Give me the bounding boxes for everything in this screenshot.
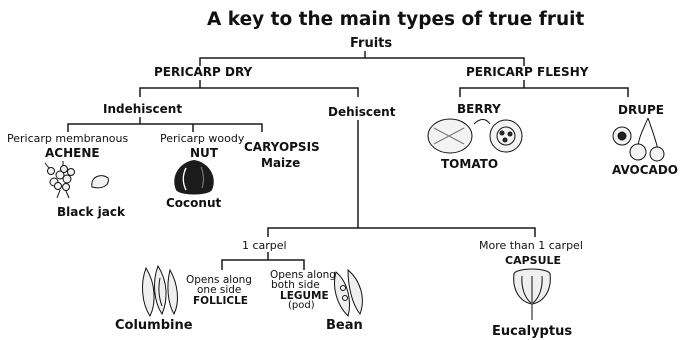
legume-desc-line1: Opens along <box>270 269 336 281</box>
legume-desc-line2: both side <box>271 279 320 291</box>
follicle-desc-line2: one side <box>197 284 242 296</box>
one-carpel-label: 1 carpel <box>242 239 287 252</box>
columbine-label: Columbine <box>115 318 193 333</box>
capsule-illustration <box>513 268 551 320</box>
avocado-illustration <box>612 117 665 162</box>
maize-label: Maize <box>261 156 301 170</box>
coconut-label: Coconut <box>166 196 222 210</box>
pericarp-fleshy-label: PERICARP FLESHY <box>466 65 589 79</box>
berry-label: BERRY <box>457 102 501 116</box>
nut-label: NUT <box>190 146 218 160</box>
follicle-desc-line1: Opens along <box>186 274 252 286</box>
avocado-label: AVOCADO <box>612 163 679 177</box>
drupe-label: DRUPE <box>618 103 664 117</box>
capsule-label: CAPSULE <box>505 254 562 267</box>
black-jack-label: Black jack <box>57 205 125 219</box>
bean-label: Bean <box>326 318 363 333</box>
root-label: Fruits <box>350 36 393 51</box>
bean-illustration <box>334 268 363 317</box>
legume-note: (pod) <box>288 300 315 311</box>
coconut-illustration <box>174 160 214 195</box>
follicle-label: FOLLICLE <box>193 295 248 307</box>
page-title: A key to the main types of true fruit <box>207 9 585 30</box>
membranous-desc: Pericarp membranous <box>7 132 129 145</box>
achene-illustration <box>44 161 109 199</box>
achene-label: ACHENE <box>45 146 100 160</box>
indehiscent-label: Indehiscent <box>103 102 183 116</box>
tomato-illustration <box>427 118 523 154</box>
follicle-illustration <box>142 264 178 317</box>
dehiscent-label: Dehiscent <box>328 105 396 119</box>
woody-desc: Pericarp woody <box>160 132 245 145</box>
caryopsis-label: CARYOPSIS <box>244 140 320 154</box>
legume-label: LEGUME <box>280 290 329 302</box>
eucalyptus-label: Eucalyptus <box>492 324 573 339</box>
more-carpels-label: More than 1 carpel <box>479 239 583 252</box>
tomato-label: TOMATO <box>441 157 499 171</box>
pericarp-dry-label: PERICARP DRY <box>154 65 253 79</box>
